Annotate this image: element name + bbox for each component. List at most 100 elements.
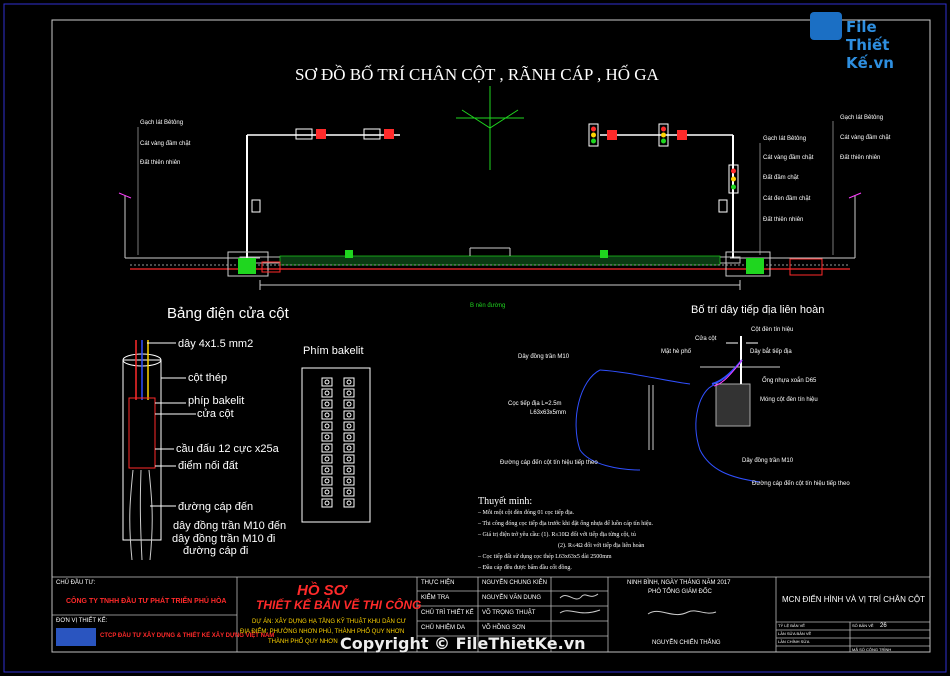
bakelit-screw (346, 412, 352, 418)
bakelit-terminal (343, 487, 355, 497)
bakelit-screw (324, 423, 330, 429)
brand-logo: File Thiết Kế.vn (810, 12, 922, 72)
bakelit-terminal (343, 377, 355, 387)
notes-line-1: – Thi công đóng cọc tiếp địa trước khi đ… (478, 521, 654, 527)
misc-2: LẦN CHỈNH SỬA (778, 639, 810, 644)
bakelit-terminal (343, 443, 355, 453)
right-layer-inner-0: Gạch lát Bêtông (763, 136, 807, 142)
bakelit-terminal (321, 377, 333, 387)
sheet-no-label: SỐ BẢN VẼ (852, 623, 874, 628)
role-1: KIỂM TRA (421, 595, 450, 601)
name-2: VÕ TRỌNG THUẬT (482, 610, 536, 616)
notes-title: Thuyết minh: (478, 496, 533, 507)
left-layer-0: Gạch lát Bêtông (140, 120, 184, 126)
name-0: NGUYỄN CHUNG KIÊN (482, 580, 548, 586)
name-1: NGUYỄN VĂN DUNG (482, 595, 542, 601)
copyright-watermark: Copyright © FileThietKe.vn (340, 634, 586, 653)
drawing-name: MCN ĐIỂN HÌNH VÀ VỊ TRÍ CHÂN CỘT (782, 595, 925, 604)
ground-label-4: Ống nhựa xoắn D65 (762, 378, 817, 384)
ground-label-11: Đường cáp đến cột tín hiệu tiếp theo (752, 481, 850, 487)
bakelit-terminal (321, 476, 333, 486)
bakelit-terminal (343, 476, 355, 486)
notes-line-0: – Mỗi một cột đèn đóng 01 cọc tiếp địa. (478, 510, 574, 516)
design-org-logo (56, 628, 96, 646)
name-3: VÕ HỒNG SƠN (482, 625, 526, 631)
right-layer-inner-2: Đất đầm chặt (763, 175, 799, 181)
ground-label-9: Đường cáp đến cột tín hiệu tiếp theo (500, 460, 598, 466)
bakelit-screw (346, 456, 352, 462)
left-layer-2: Đất thiên nhiên (140, 160, 181, 166)
bakelit-screw (324, 500, 330, 506)
design-org: CTCP ĐẦU TƯ XÂY DỰNG & THIẾT KẾ XÂY DỰNG… (100, 633, 275, 639)
bakelit-screw (346, 489, 352, 495)
right-layer-top-2: Đất thiên nhiên (840, 155, 881, 161)
ground-label-6: Dây đồng trần M10 (518, 354, 570, 360)
bakelit-terminal (343, 410, 355, 420)
bakelit-terminal (343, 388, 355, 398)
notes-line-4: – Cọc tiếp đất sử dụng cọc thép L63x63x5… (478, 554, 612, 560)
right-layer-inner-3: Cát đen đầm chặt (763, 196, 811, 202)
bakelit-terminal (343, 498, 355, 508)
bakelit-screw (324, 434, 330, 440)
bakelit-plate (301, 367, 371, 523)
ground-label-2: Mặt hè phố (661, 349, 692, 355)
bakelit-terminal (321, 399, 333, 409)
ground-label-8: L63x63x5mm (530, 410, 567, 416)
notes-line-2: – Giá trị điện trở yêu cầu: (1). R≤10Ω đ… (478, 532, 636, 538)
bakelit-screw (346, 379, 352, 385)
bakelit-terminal (321, 421, 333, 431)
ground-label-0: Cột đèn tín hiệu (751, 327, 794, 333)
right-signal-pole (588, 123, 823, 277)
bakelit-terminal (343, 465, 355, 475)
pole-box-title: Bảng điện cửa cột (167, 305, 289, 322)
ground-title: Bố trí dây tiếp địa liên hoàn (691, 304, 825, 316)
pole-label-5: điểm nối đất (178, 460, 238, 472)
bakelit-screw (346, 401, 352, 407)
grounding-diagram (575, 336, 780, 483)
bakelit-screw (324, 478, 330, 484)
project-name: DỰ ÁN: XÂY DỰNG HẠ TẦNG KỸ THUẬT KHU DÂN… (252, 619, 406, 625)
bakelit-screw (346, 445, 352, 451)
misc-1: LẦN SỬA BẢN VẼ (778, 631, 812, 636)
bakelit-terminal (321, 432, 333, 442)
notes-line-5: – Đầu cáp đều được bấm đầu cốt đồng. (478, 565, 572, 571)
pole-label-2: phíp bakelit (188, 395, 245, 407)
deputy-name: NGUYỄN CHIẾN THẮNG (652, 640, 721, 646)
sheet-no: 26 (880, 623, 887, 629)
pole-label-9: đường cáp đi (183, 545, 249, 557)
right-layer-top-1: Cát vàng đầm chặt (840, 135, 891, 141)
bakelit-screw (324, 412, 330, 418)
bakelit-screw (324, 401, 330, 407)
pole-label-8: dây đồng trần M10 đi (172, 533, 276, 545)
bakelit-screw (324, 390, 330, 396)
pole-label-4: cầu đấu 12 cực x25a (176, 443, 279, 455)
sign-date: NINH BÌNH, NGÀY THÁNG NĂM 2017 (627, 580, 731, 586)
bakelit-terminal (321, 487, 333, 497)
owner-name: CÔNG TY TNHH ĐẦU TƯ PHÁT TRIỂN PHÚ HÒA (66, 598, 227, 605)
signatures (559, 593, 717, 616)
ground-label-5: Móng cột đèn tín hiệu (760, 397, 818, 403)
ground-label-10: Dây đồng trần M10 (742, 458, 794, 464)
bakelit-screw (324, 489, 330, 495)
bakelit-terminal (343, 421, 355, 431)
bakelit-screw (324, 445, 330, 451)
bakelit-terminal (321, 498, 333, 508)
misc-0: TỶ LỆ BẢN VẼ (778, 623, 805, 628)
role-3: CHỦ NHIỆM DA (421, 625, 466, 631)
bakelit-terminal (343, 399, 355, 409)
bakelit-screw (324, 379, 330, 385)
bakelit-screw (346, 467, 352, 473)
bakelit-terminal (321, 388, 333, 398)
ground-label-7: Cọc tiếp địa L=2.5m (508, 401, 562, 407)
doc-title-1: HỒ SƠ (297, 582, 347, 599)
bakelit-terminal (321, 410, 333, 420)
right-layer-inner-4: Đất thiên nhiên (763, 217, 804, 223)
doc-title-2: THIẾT KẾ BẢN VẼ THI CÔNG (256, 598, 422, 612)
pole-label-1: cột thép (188, 372, 228, 384)
right-layer-inner-1: Cát vàng đầm chặt (763, 155, 814, 161)
pole-label-3: cửa cột (197, 408, 234, 420)
bakelit-terminal (343, 454, 355, 464)
notes-line-3: (2). R≤4Ω đối với tiếp địa liên hoàn (558, 543, 645, 549)
right-layer-top-0: Gạch lát Bêtông (840, 115, 884, 121)
